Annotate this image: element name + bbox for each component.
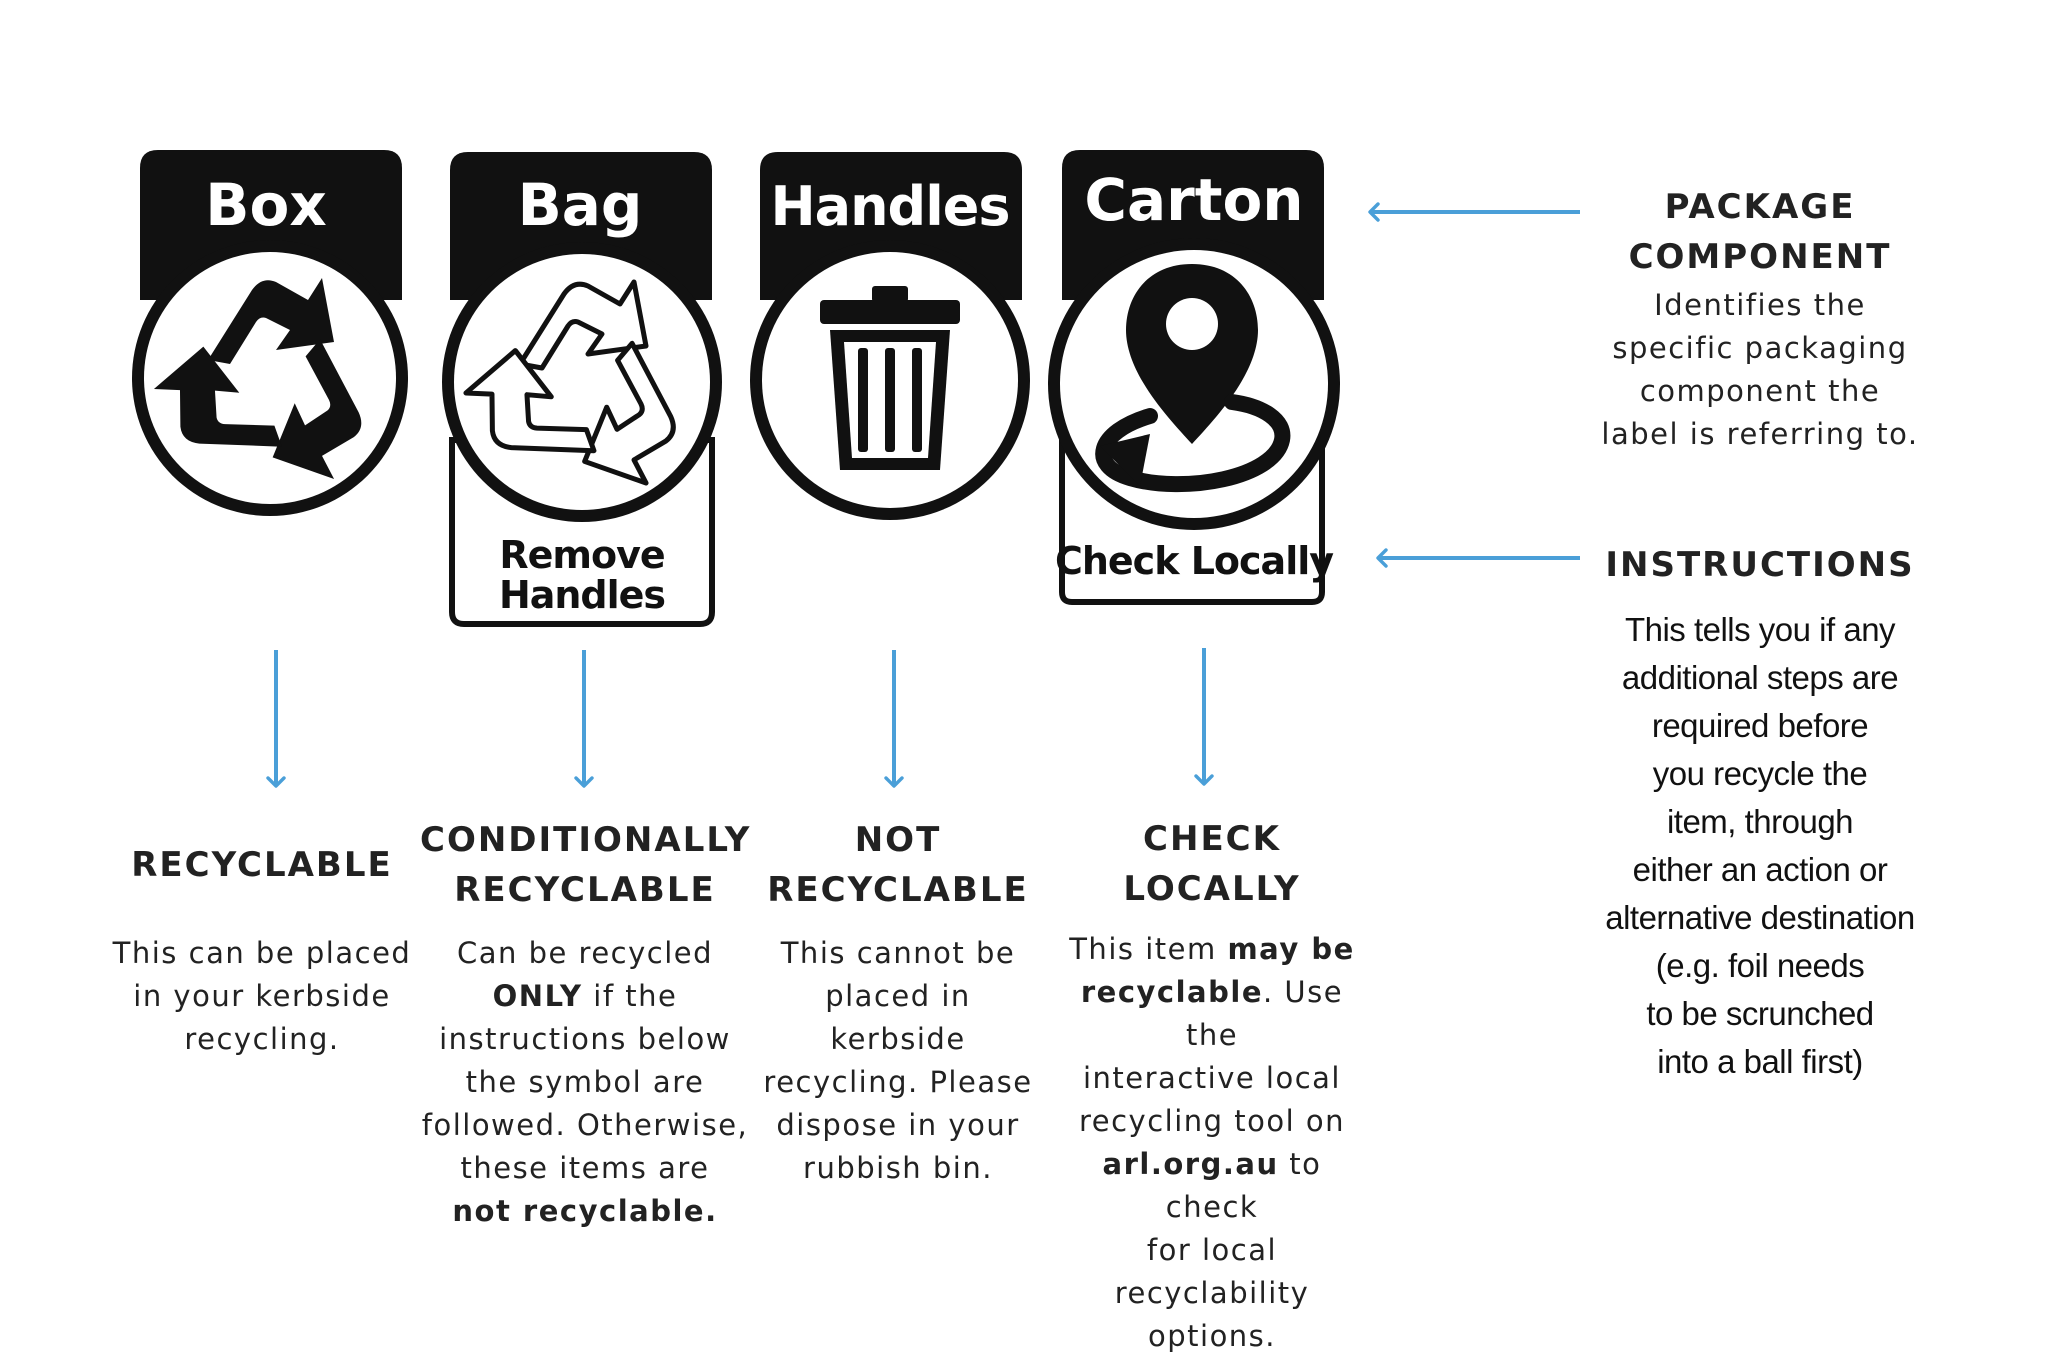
description-run: Can be recycled — [456, 936, 714, 970]
carton-label: Carton Check Locally — [1048, 150, 1340, 605]
description-run: rubbish bin. — [803, 1151, 993, 1185]
bag-label: Bag Remove Handles — [442, 152, 722, 627]
description-line: arl.org.au to check — [1052, 1143, 1372, 1229]
description-line: This cannot be — [740, 932, 1056, 975]
recyclable-description: This can be placed in your kerbside recycl… — [100, 932, 424, 1061]
box-label: Box — [132, 150, 408, 516]
box-component-name: Box — [205, 171, 326, 239]
description-line: recycling tool on — [1052, 1100, 1372, 1143]
description-line: ONLY if the — [420, 975, 750, 1018]
description-run: This cannot be — [780, 936, 1016, 970]
trash-bin-icon — [820, 286, 960, 470]
description-run: in your kerbside — [133, 979, 391, 1013]
description-run: placed in — [825, 979, 971, 1013]
description-bold-run: not recyclable. — [452, 1194, 718, 1228]
handles-label: Handles — [750, 152, 1030, 520]
instructions-title: INSTRUCTIONS — [1605, 545, 1915, 585]
description-line: instructions below — [420, 1018, 750, 1061]
handles-component-name: Handles — [770, 175, 1009, 238]
description-run: This item — [1069, 932, 1228, 966]
description-line: recyclable. Use the — [1052, 971, 1372, 1057]
location-pin-icon — [1095, 264, 1291, 493]
description-line: followed. Otherwise, — [420, 1104, 750, 1147]
conditionally-recyclable-title: CONDITIONALLY RECYCLABLE — [420, 820, 752, 910]
description-line: the symbol are — [420, 1061, 750, 1104]
description-bold-run: arl.org.au — [1102, 1147, 1279, 1181]
description-run: if the — [582, 979, 678, 1013]
description-run: kerbside — [830, 1022, 966, 1056]
description-run: interactive local — [1082, 1061, 1341, 1095]
description-line: This can be placed — [100, 932, 424, 975]
description-line: for local recyclability — [1052, 1229, 1372, 1315]
description-line: recycling. Please — [740, 1061, 1056, 1104]
not-recyclable-title: NOT RECYCLABLE — [767, 820, 1029, 910]
bag-instruction-line-2: Handles — [499, 573, 665, 617]
carton-component-name: Carton — [1084, 166, 1303, 234]
recyclable-title: RECYCLABLE — [131, 845, 393, 885]
description-run: these items are — [460, 1151, 710, 1185]
package-component-description: Identifies the specific packaging compon… — [1601, 288, 1919, 451]
check-locally-title: CHECK LOCALLY — [1123, 819, 1301, 909]
description-line: placed in — [740, 975, 1056, 1018]
description-run: recycling. Please — [763, 1065, 1033, 1099]
description-line: This item may be — [1052, 928, 1372, 971]
description-run: to check — [1165, 1147, 1322, 1224]
description-run: for local recyclability — [1114, 1233, 1310, 1310]
description-line: rubbish bin. — [740, 1147, 1056, 1190]
description-line: not recyclable. — [420, 1190, 750, 1233]
description-run: options. — [1147, 1319, 1277, 1353]
bag-component-name: Bag — [518, 171, 643, 239]
description-line: Can be recycled — [420, 932, 750, 975]
description-run: . Use the — [1185, 975, 1344, 1052]
description-run: recycling tool on — [1078, 1104, 1346, 1138]
description-run: dispose in your — [776, 1108, 1020, 1142]
description-run: This can be placed — [112, 936, 412, 970]
description-bold-run: ONLY — [492, 979, 583, 1013]
instructions-description: This tells you if any additional steps a… — [1605, 611, 1915, 1080]
package-component-title: PACKAGE COMPONENT — [1628, 187, 1892, 277]
description-run: instructions below — [439, 1022, 731, 1056]
description-line: dispose in your — [740, 1104, 1056, 1147]
description-line: options. — [1052, 1315, 1372, 1358]
description-line: in your kerbside — [100, 975, 424, 1018]
description-line: interactive local — [1052, 1057, 1372, 1100]
description-line: these items are — [420, 1147, 750, 1190]
not-recyclable-description: This cannot be placed in kerbside recycling… — [740, 932, 1056, 1190]
bag-instruction-line-1: Remove — [499, 533, 664, 577]
description-run: followed. Otherwise, — [421, 1108, 749, 1142]
description-run: the symbol are — [465, 1065, 705, 1099]
carton-instruction-text: Check Locally — [1055, 539, 1334, 583]
description-line: kerbside — [740, 1018, 1056, 1061]
description-bold-run: may be — [1227, 932, 1355, 966]
description-line: recycling. — [100, 1018, 424, 1061]
description-run: recycling. — [184, 1022, 340, 1056]
description-bold-run: recyclable — [1080, 975, 1263, 1009]
